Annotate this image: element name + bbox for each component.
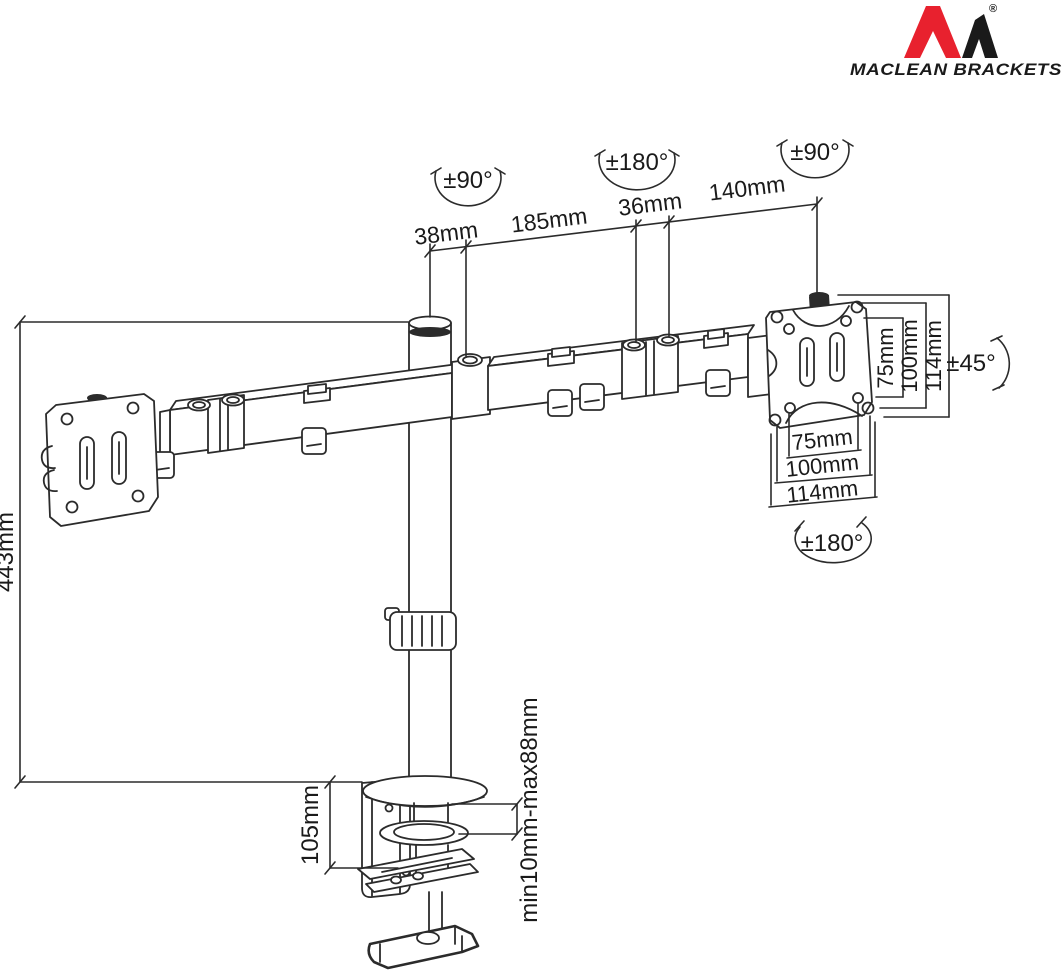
cable-clip bbox=[547, 389, 573, 417]
rotation-label-vesa: ±180° bbox=[801, 530, 864, 557]
vesa-hole bbox=[783, 323, 795, 335]
rotation-label-elbow: ±180° bbox=[606, 149, 669, 176]
vesa-hole bbox=[770, 310, 784, 324]
dim-label-185mm: 185mm bbox=[509, 202, 588, 237]
pole-collar bbox=[384, 607, 457, 651]
rotation-annotations-top: ±90° ±180° ±90° bbox=[430, 139, 854, 207]
dim-label-140mm: 140mm bbox=[707, 170, 786, 205]
arm-pole-joint bbox=[451, 353, 491, 420]
plate-cutout bbox=[792, 305, 850, 327]
plate-cutout bbox=[785, 401, 863, 424]
dim-label-vesa-v75: 75mm bbox=[873, 327, 898, 388]
plate-cutout bbox=[767, 349, 778, 377]
vesa-hole bbox=[60, 412, 74, 426]
dim-label-38mm: 38mm bbox=[413, 216, 480, 250]
vesa-slot bbox=[111, 431, 127, 485]
dim-label-desk-thickness: min10mm-max88mm bbox=[516, 697, 543, 922]
vesa-slot bbox=[829, 332, 845, 382]
rotation-arc bbox=[780, 142, 850, 179]
logo-mark-red bbox=[904, 6, 961, 58]
dim-vesa-vertical: 75mm 100mm 114mm bbox=[837, 294, 950, 418]
vesa-plate-left bbox=[40, 393, 159, 527]
vesa-slot bbox=[799, 337, 815, 387]
brand-name: MACLEAN BRACKETS bbox=[850, 60, 1062, 79]
brand-logo: ® MACLEAN BRACKETS bbox=[850, 3, 1062, 79]
cable-clip bbox=[705, 369, 731, 397]
desk-plate bbox=[362, 775, 488, 807]
pole-cap-band bbox=[409, 327, 451, 337]
logo-mark-black bbox=[962, 14, 998, 58]
vesa-hole bbox=[852, 392, 864, 404]
rotation-label-tilt: ±45° bbox=[946, 350, 995, 377]
rotation-label-head: ±90° bbox=[790, 139, 839, 166]
annotation-tilt: ±45° bbox=[946, 335, 1011, 391]
vesa-plate-right bbox=[765, 292, 875, 429]
arm-right bbox=[487, 324, 773, 417]
registered-trademark: ® bbox=[989, 3, 997, 15]
annotation-vesa-rotation: ±180° bbox=[794, 516, 872, 564]
vesa-hole bbox=[126, 401, 140, 415]
dim-desk-thickness: min10mm-max88mm bbox=[451, 697, 543, 923]
clamp-handle bbox=[367, 924, 480, 970]
vesa-hole bbox=[840, 315, 852, 327]
cable-clip bbox=[301, 427, 327, 455]
dim-clamp-height: 105mm bbox=[297, 775, 399, 875]
vesa-hole bbox=[850, 300, 864, 314]
dim-label-105mm: 105mm bbox=[297, 785, 324, 865]
vesa-hole bbox=[65, 500, 79, 514]
vesa-hole bbox=[784, 402, 796, 414]
vesa-slot bbox=[79, 436, 95, 490]
desk-clamp bbox=[357, 775, 488, 970]
vesa-hole bbox=[131, 489, 145, 503]
rotation-arc bbox=[434, 170, 502, 207]
dim-label-vesa-v100: 100mm bbox=[897, 319, 922, 392]
rotation-label-pole: ±90° bbox=[443, 167, 492, 194]
side-hook bbox=[40, 445, 56, 469]
rotation-arc bbox=[794, 522, 872, 564]
cable-clip bbox=[579, 383, 605, 411]
dim-label-vesa-v114: 114mm bbox=[921, 320, 946, 392]
side-hook bbox=[42, 469, 58, 492]
vesa-hole bbox=[861, 401, 875, 415]
rotation-arc bbox=[598, 152, 676, 191]
dim-pole-height: 443mm bbox=[0, 315, 409, 789]
rotation-arc bbox=[996, 337, 1011, 389]
dim-vesa-horizontal: 75mm 100mm 114mm bbox=[768, 403, 878, 508]
vesa-hole bbox=[768, 413, 782, 427]
dim-arm-segments: 38mm 185mm 36mm 140mm bbox=[413, 170, 823, 357]
dim-label-443mm: 443mm bbox=[0, 512, 19, 592]
